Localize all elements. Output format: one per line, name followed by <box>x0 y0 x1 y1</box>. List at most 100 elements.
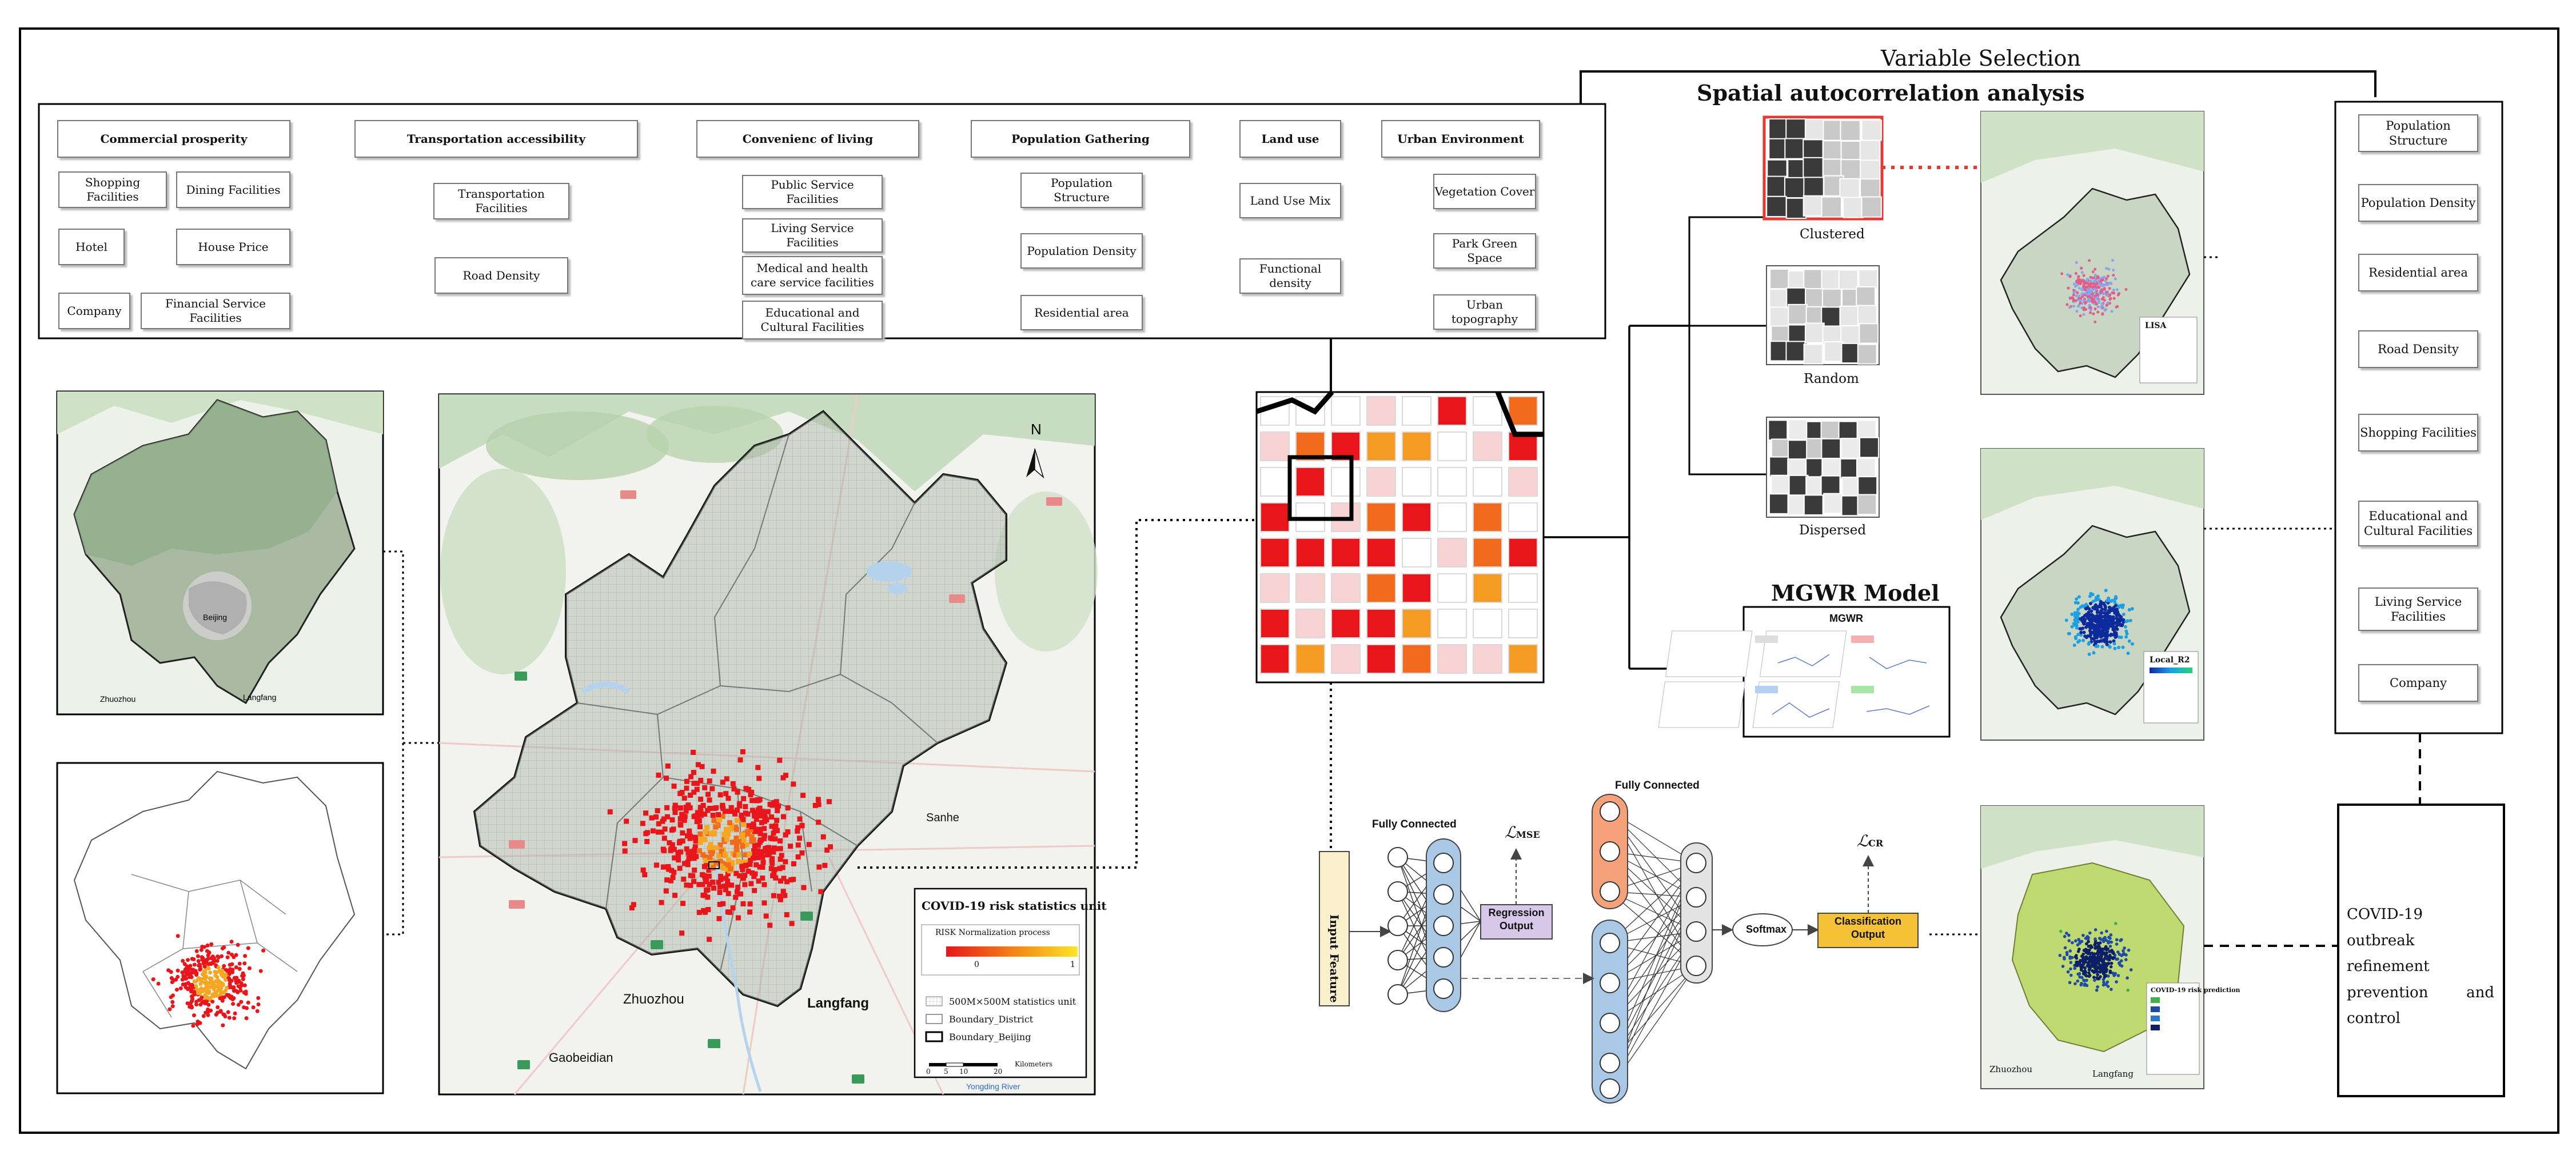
risk-unit <box>769 824 775 829</box>
risk-point <box>238 988 243 993</box>
lisa-point <box>2079 314 2082 318</box>
pattern-cell <box>1857 494 1877 515</box>
item-living-service: Living Service Facilities <box>742 218 883 253</box>
risk-unit <box>759 820 764 825</box>
risk-unit <box>748 881 754 886</box>
r2-point <box>2092 606 2096 610</box>
risk-unit <box>721 832 727 837</box>
grid-cell <box>1260 467 1290 497</box>
lisa-point <box>2088 259 2091 262</box>
risk-unit <box>818 889 824 894</box>
lisa-point <box>2080 271 2084 274</box>
r2-point <box>2070 625 2074 629</box>
risk-unit <box>710 812 716 818</box>
lisa-point <box>2116 293 2120 297</box>
r2-point <box>2093 640 2097 644</box>
risk-point <box>203 968 208 973</box>
risk-point <box>232 1016 237 1021</box>
risk-point <box>210 1000 215 1004</box>
risk-point <box>206 1008 210 1012</box>
risk-unit <box>730 781 736 786</box>
risk-unit <box>799 850 805 856</box>
risk-unit <box>686 856 692 862</box>
lisa-point <box>2096 305 2100 309</box>
item-functional-density: Functional density <box>1239 258 1341 294</box>
risk-unit <box>688 882 693 888</box>
risk-unit <box>779 853 784 858</box>
risk-unit <box>675 850 681 856</box>
r2-point <box>2115 634 2119 638</box>
risk-unit <box>783 832 788 838</box>
risk-point <box>176 974 180 979</box>
lisa-point <box>2112 269 2115 272</box>
r2-point <box>2076 633 2080 637</box>
lisa-point <box>2124 288 2128 291</box>
risk-unit <box>737 891 743 897</box>
risk-unit <box>766 851 772 857</box>
risk-unit <box>740 832 745 838</box>
risk-unit <box>705 907 711 913</box>
pattern-dispersed <box>1766 417 1880 518</box>
risk-unit <box>757 805 763 811</box>
risk-unit <box>716 916 722 921</box>
risk-unit <box>797 816 803 822</box>
risk-unit <box>631 902 636 908</box>
risk-point <box>205 943 210 948</box>
risk-unit <box>665 814 671 820</box>
risk-point <box>170 1004 175 1009</box>
pattern-cell <box>1840 438 1861 459</box>
r2-point <box>2081 638 2085 642</box>
risk-unit <box>724 837 729 842</box>
grid-cell <box>1437 502 1467 532</box>
pattern-cell <box>1840 325 1861 346</box>
risk-unit <box>702 854 708 860</box>
risk-unit <box>640 821 645 826</box>
grid-cell <box>1295 467 1325 497</box>
item-urban-topography: Urban topography <box>1433 294 1536 330</box>
risk-unit <box>769 858 775 864</box>
r2-point <box>2126 652 2130 656</box>
grid-cell <box>1508 573 1538 603</box>
r2-point <box>2130 642 2134 646</box>
lisa-point <box>2089 279 2092 283</box>
lisa-point <box>2077 278 2080 282</box>
regression-output-label: Regression Output <box>1488 907 1545 932</box>
place-langfang: Langfang <box>807 996 869 1011</box>
risk-unit <box>672 893 678 898</box>
risk-point <box>196 959 201 964</box>
grid-cell <box>1402 502 1431 532</box>
r2-point <box>2085 622 2089 626</box>
risk-unit <box>711 885 716 891</box>
risk-unit <box>664 805 670 810</box>
risk-point <box>206 966 211 971</box>
risk-unit <box>812 802 818 808</box>
lisa-point <box>2112 274 2115 277</box>
risk-unit <box>780 775 786 781</box>
lisa-point <box>2078 286 2081 290</box>
risk-point <box>216 965 221 970</box>
scale-tick-10: 10 <box>959 1068 968 1076</box>
grid-cell <box>1402 431 1431 461</box>
risk-unit <box>777 866 783 872</box>
pattern-cell <box>1821 269 1841 290</box>
risk-point <box>208 996 212 1001</box>
r2-point <box>2111 623 2115 627</box>
risk-unit <box>703 829 708 834</box>
r2-point <box>2079 605 2083 609</box>
risk-unit <box>677 865 683 871</box>
category-land-use: Land use <box>1239 120 1341 158</box>
lisa-point <box>2105 267 2108 270</box>
r2-point <box>2114 604 2118 608</box>
pattern-cell <box>1840 458 1860 479</box>
pattern-cell <box>1857 343 1877 365</box>
risk-unit <box>757 864 763 870</box>
risk-unit <box>667 840 672 846</box>
grid-cell <box>1508 644 1538 674</box>
r2-point <box>2098 629 2102 633</box>
risk-unit <box>698 809 704 814</box>
risk-unit <box>716 853 721 858</box>
grid-cell <box>1473 431 1502 461</box>
place-yongding-river: Yongding River <box>966 1082 1020 1091</box>
risk-unit <box>788 844 793 849</box>
risk-unit <box>795 854 801 860</box>
